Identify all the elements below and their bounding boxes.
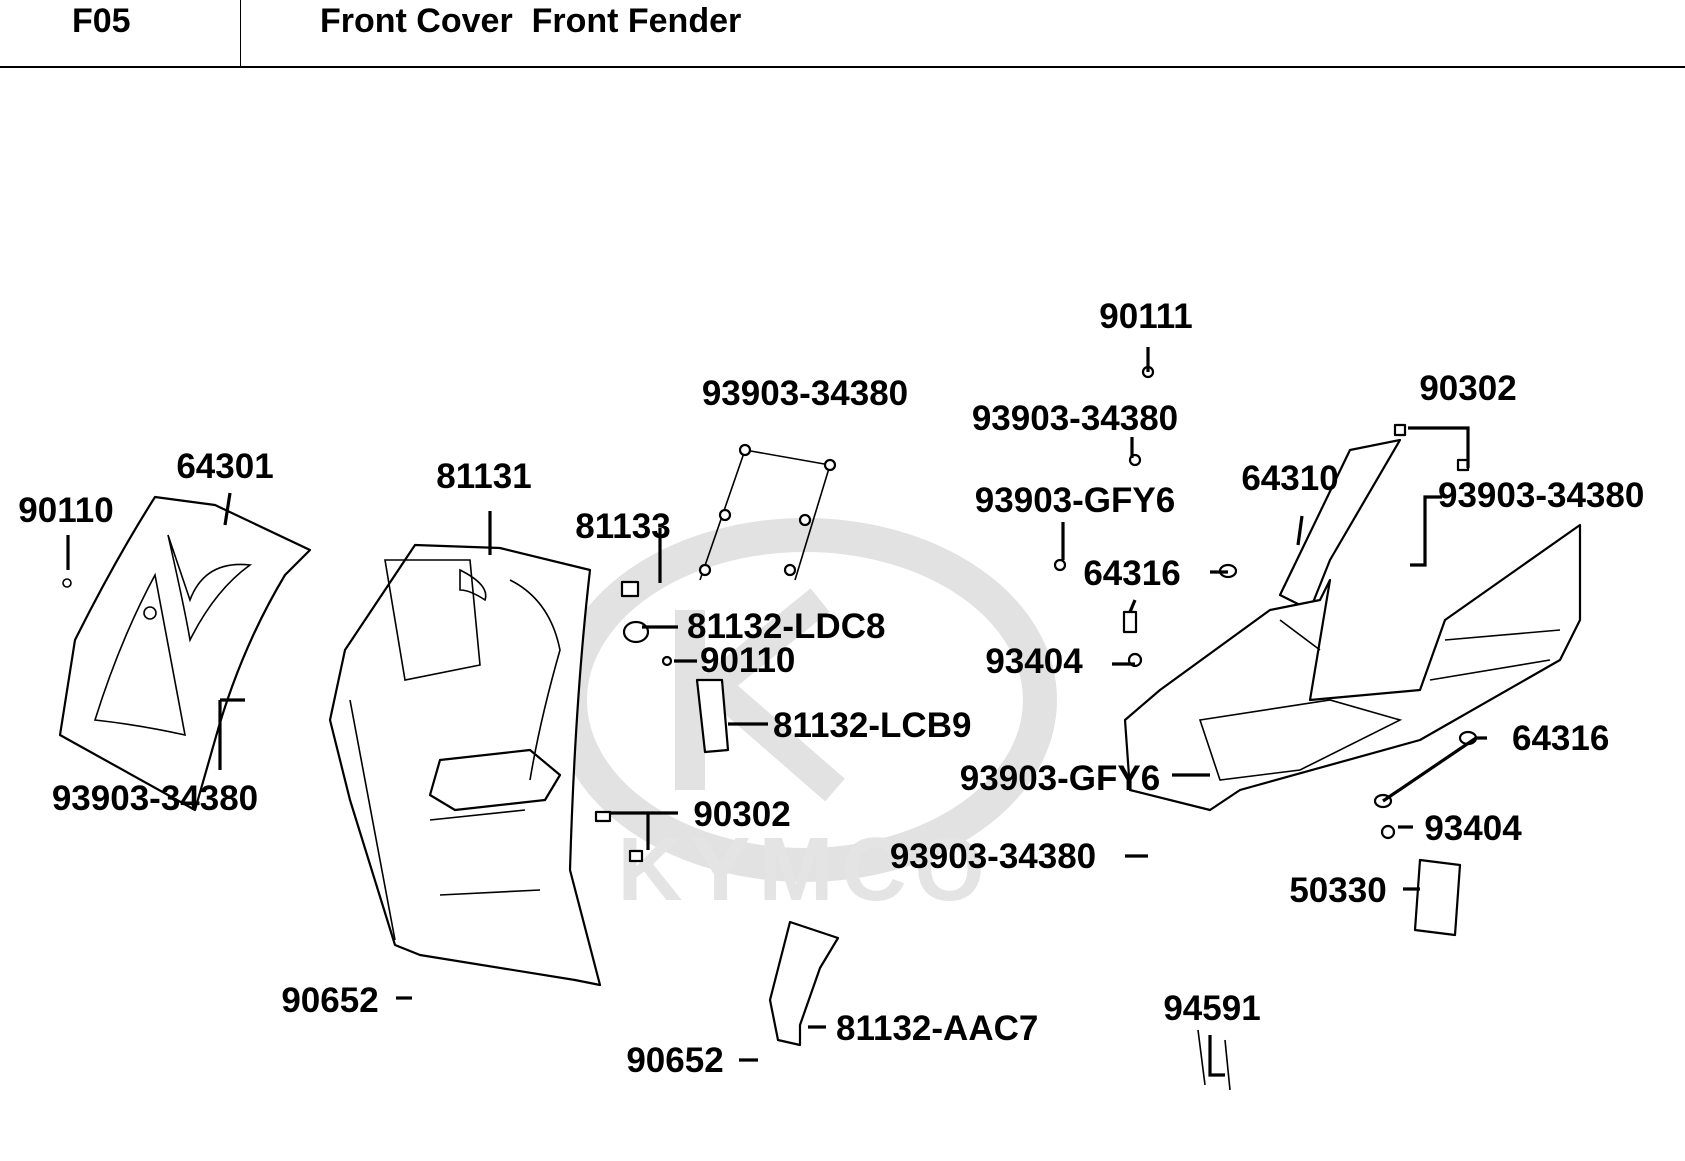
label-81132-LDC8: 81132-LDC8: [687, 607, 885, 646]
leader-lines: [66, 347, 1487, 1077]
label-64316-upper: 64316: [1083, 554, 1180, 593]
label-93903-34380-lower: 93903-34380: [890, 837, 1096, 876]
part-64310-fender-floor: [1123, 438, 1582, 812]
label-81131: 81131: [436, 457, 531, 496]
label-90652-left: 90652: [281, 981, 378, 1020]
label-93903-34380-right: 93903-34380: [1438, 476, 1644, 515]
label-50330: 50330: [1289, 871, 1386, 910]
label-94591: 94591: [1163, 989, 1260, 1028]
label-93903-34380-upper: 93903-34380: [972, 399, 1178, 438]
section-title: Front Cover Front Fender: [320, 2, 742, 40]
watermark-text: KYMCO: [618, 820, 993, 920]
label-93903-34380-top: 93903-34380: [702, 374, 908, 413]
header-divider: [240, 0, 241, 68]
part-64301-windscreen: [58, 495, 312, 812]
part-number-labels: 90111 93903-34380 90302 93903-34380 6431…: [18, 297, 1644, 1080]
label-90110-center: 90110: [700, 641, 795, 680]
label-90302-upper: 90302: [1419, 369, 1516, 408]
label-93903-GFY6-upper: 93903-GFY6: [975, 481, 1175, 520]
label-90652-lower: 90652: [626, 1041, 723, 1080]
label-81133: 81133: [575, 507, 670, 546]
label-64310: 64310: [1241, 459, 1338, 498]
label-93903-34380-left: 93903-34380: [52, 779, 258, 818]
label-90111: 90111: [1099, 297, 1192, 336]
part-81132-AAC7-bracket: [768, 920, 840, 1047]
page-header: F05 Front Cover Front Fender: [0, 0, 1685, 68]
small-parts-column: [594, 580, 730, 863]
label-93404-lower: 93404: [1424, 809, 1522, 848]
label-90302-lower: 90302: [693, 795, 790, 834]
label-64316-lower: 64316: [1512, 719, 1609, 758]
fasteners-right: [1053, 365, 1478, 1091]
label-81132-LCB9: 81132-LCB9: [773, 706, 971, 745]
label-93404-upper: 93404: [985, 642, 1083, 681]
label-81132-AAC7: 81132-AAC7: [836, 1009, 1038, 1048]
part-81131-front-cover: [328, 543, 602, 987]
label-93903-GFY6-lower: 93903-GFY6: [960, 759, 1160, 798]
screw-cluster-top: [698, 443, 837, 581]
label-90110-left: 90110: [18, 491, 113, 530]
label-64301: 64301: [176, 447, 273, 486]
section-code: F05: [72, 2, 131, 40]
